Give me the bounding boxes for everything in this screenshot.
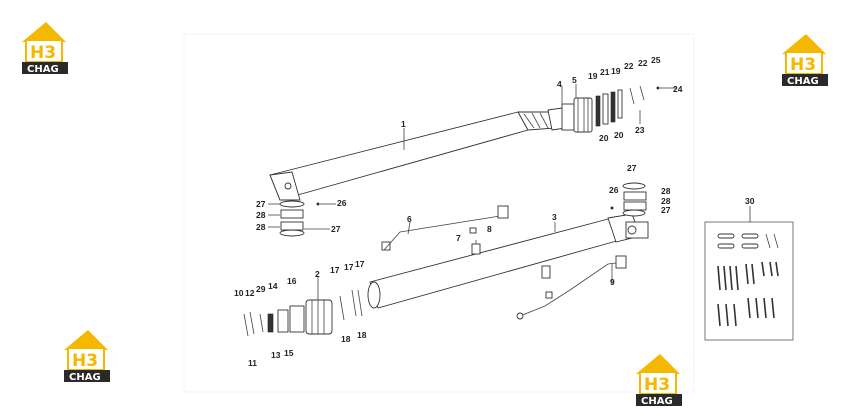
callout-27c: 27 [627, 163, 637, 173]
callout-26b: 26 [609, 185, 619, 195]
callout-15: 15 [284, 348, 294, 358]
logo-text: CHAG [69, 372, 101, 383]
callout-10: 10 [234, 288, 244, 298]
callout-13: 13 [271, 350, 281, 360]
callout-3: 3 [552, 212, 557, 222]
callout-12: 12 [245, 288, 255, 298]
callout-6: 6 [407, 214, 412, 224]
brand-logo-bottom-left: H3 CHAG [64, 330, 110, 383]
callout-27a: 27 [256, 199, 266, 209]
callout-11: 11 [248, 358, 257, 368]
callout-18b: 18 [357, 330, 367, 340]
callout-27d: 27 [661, 205, 671, 215]
callout-26a: 26 [337, 198, 347, 208]
callout-20b: 20 [614, 130, 624, 140]
callout-28d: 28 [661, 196, 671, 206]
callout-23: 23 [635, 125, 645, 135]
brand-logo-top-left: H3 CHAG [22, 22, 68, 75]
logo-mark: H3 [790, 55, 816, 75]
callout-17b: 17 [344, 262, 354, 272]
callout-22a: 22 [624, 61, 634, 71]
callout-14: 14 [268, 281, 278, 291]
callout-28c: 28 [661, 186, 671, 196]
brand-logo-top-right: H3 CHAG [782, 34, 828, 87]
piston-rod [269, 107, 567, 201]
logo-text: CHAG [787, 76, 819, 87]
callout-labels: 1 2 3 4 5 6 7 8 9 10 11 12 13 14 15 16 1… [234, 55, 755, 368]
callout-1: 1 [401, 119, 406, 129]
brand-logo-bottom-right: H3 CHAG [636, 354, 682, 407]
callout-25: 25 [651, 55, 661, 65]
logo-mark: H3 [30, 43, 56, 63]
callout-19b: 19 [611, 66, 621, 76]
logo-text: CHAG [27, 64, 59, 75]
callout-17a: 17 [330, 265, 340, 275]
callout-28a: 28 [256, 210, 266, 220]
callout-2: 2 [315, 269, 320, 279]
callout-24: 24 [673, 84, 683, 94]
callout-20a: 20 [599, 133, 609, 143]
logo-mark: H3 [644, 375, 670, 395]
callout-16: 16 [287, 276, 297, 286]
callout-27b: 27 [331, 224, 341, 234]
callout-22b: 22 [638, 58, 648, 68]
callout-7: 7 [456, 233, 461, 243]
oil-tube-lower [516, 255, 627, 320]
callout-19a: 19 [588, 71, 598, 81]
logo-text: CHAG [641, 396, 673, 407]
leader-lines [268, 84, 751, 300]
callout-18a: 18 [341, 334, 351, 344]
callout-21: 21 [600, 67, 610, 77]
bushing-stack-right [610, 182, 647, 217]
cylinder-barrel [367, 213, 649, 309]
callout-30: 30 [745, 196, 755, 206]
callout-28b: 28 [256, 222, 266, 232]
callout-8: 8 [487, 224, 492, 234]
callout-17c: 17 [355, 259, 365, 269]
callout-9: 9 [610, 277, 615, 287]
callout-29: 29 [256, 284, 266, 294]
seal-rings-right [595, 85, 660, 127]
callout-5: 5 [572, 75, 577, 85]
callout-4: 4 [557, 79, 562, 89]
gland-assembly [243, 289, 363, 337]
bushing-stack-left [279, 200, 320, 237]
logo-mark: H3 [72, 351, 98, 371]
seal-kit-box [704, 221, 794, 341]
oil-tube-upper [383, 205, 509, 255]
piston-assembly [561, 97, 593, 133]
